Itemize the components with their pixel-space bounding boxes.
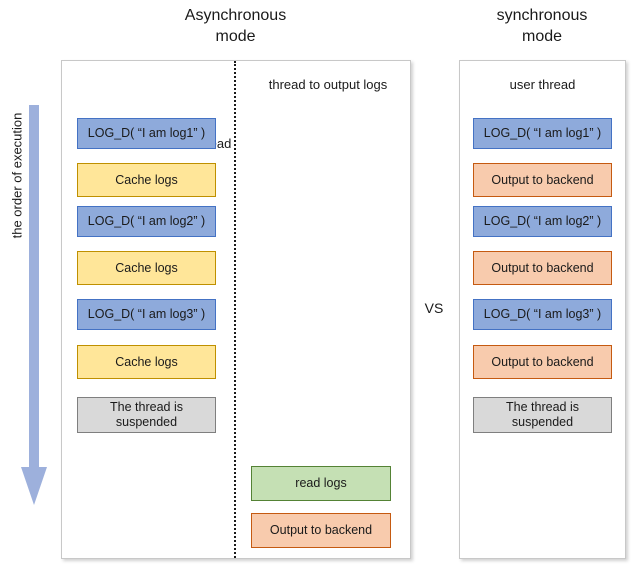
sync-step-output1: Output to backend — [473, 163, 612, 197]
order-of-execution-label: the order of execution — [9, 112, 25, 239]
async-step-output-to-backend: Output to backend — [251, 513, 391, 548]
async-mode-title: Asynchronous mode — [184, 7, 287, 45]
async-output-thread-header: thread to output logs — [268, 77, 388, 92]
async-step-cache1: Cache logs — [77, 163, 216, 197]
sync-step-log3: LOG_D( “I am log3” ) — [473, 299, 612, 330]
sync-mode-panel: user thread LOG_D( “I am log1” ) Output … — [459, 60, 626, 559]
sync-step-thread-suspended: The thread is suspended — [473, 397, 612, 433]
vs-label: VS — [424, 300, 444, 316]
order-of-execution-arrow — [21, 105, 47, 505]
async-step-log3: LOG_D( “I am log3” ) — [77, 299, 216, 330]
sync-step-log1: LOG_D( “I am log1” ) — [473, 118, 612, 149]
async-step-log1: LOG_D( “I am log1” ) — [77, 118, 216, 149]
sync-step-output3: Output to backend — [473, 345, 612, 379]
async-step-thread-suspended: The thread is suspended — [77, 397, 216, 433]
sync-user-thread-header: user thread — [509, 77, 576, 92]
async-mode-panel: user thread thread to output logs LOG_D(… — [61, 60, 411, 559]
async-step-log2: LOG_D( “I am log2” ) — [77, 206, 216, 237]
async-step-cache3: Cache logs — [77, 345, 216, 379]
async-step-read-logs: read logs — [251, 466, 391, 501]
sync-step-log2: LOG_D( “I am log2” ) — [473, 206, 612, 237]
async-step-cache2: Cache logs — [77, 251, 216, 285]
sync-step-output2: Output to backend — [473, 251, 612, 285]
sync-mode-title: synchronous mode — [496, 7, 588, 45]
thread-divider — [234, 61, 236, 558]
